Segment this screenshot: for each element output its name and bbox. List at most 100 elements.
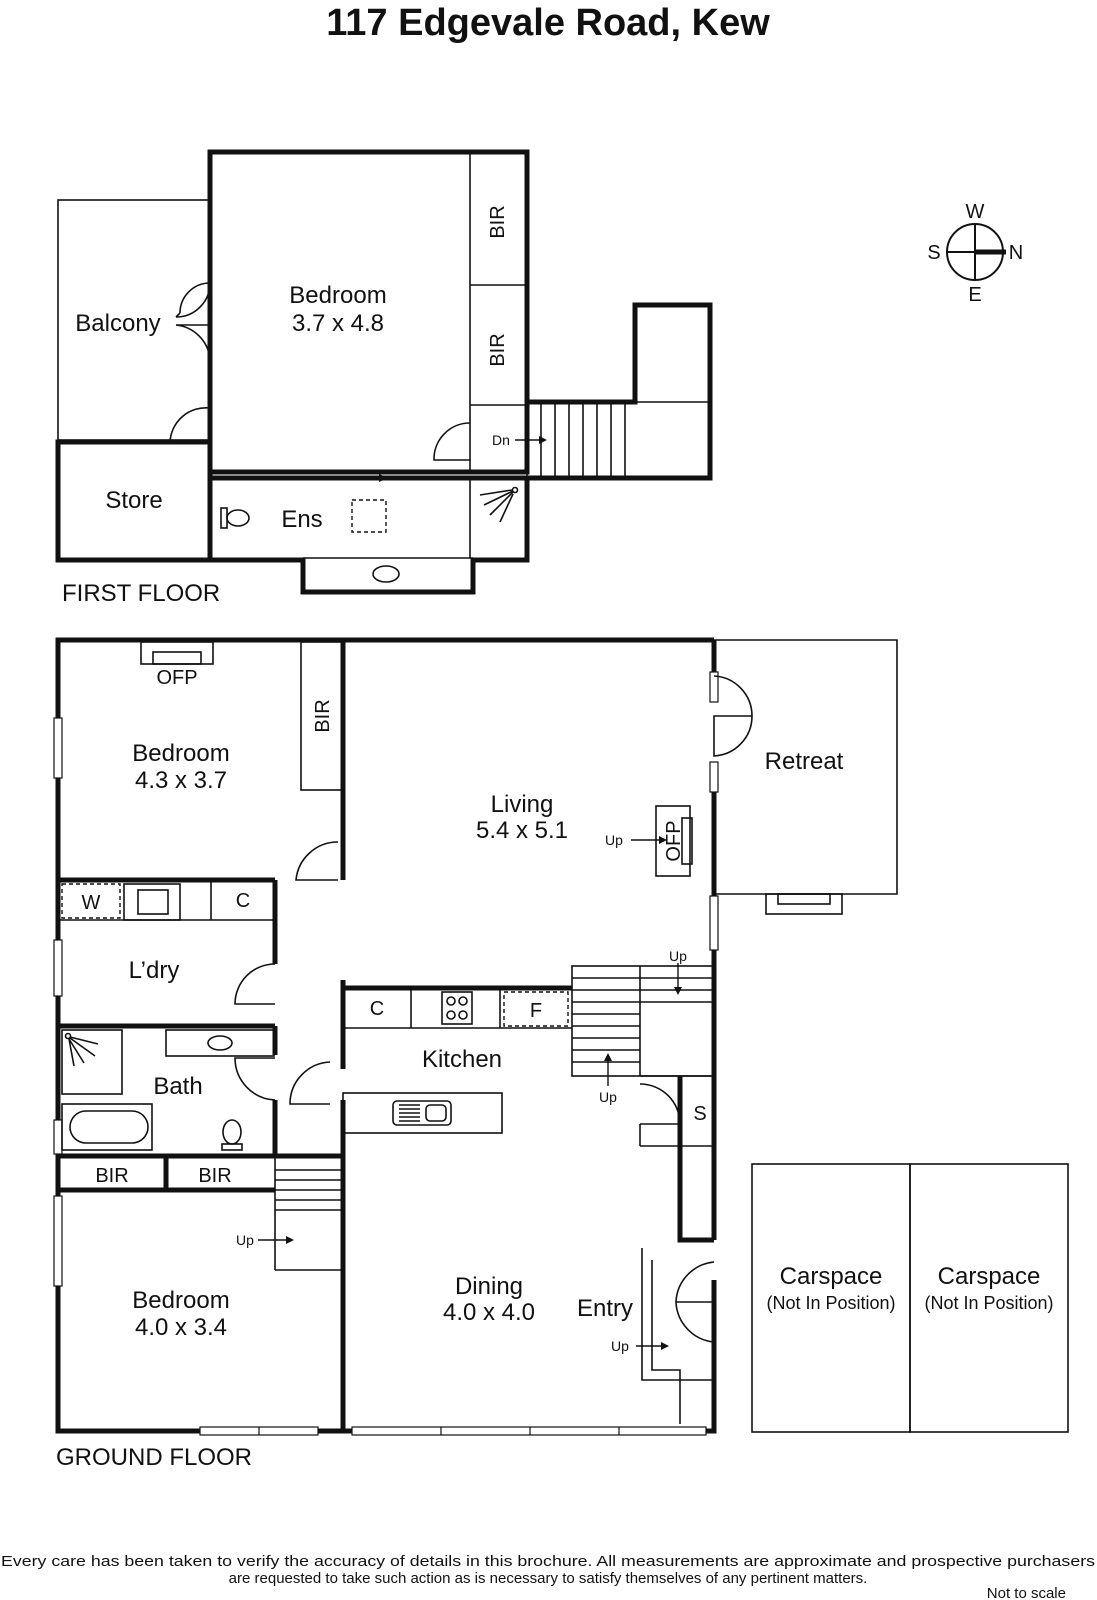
up-hall-label: Up xyxy=(236,1232,254,1248)
ensuite-label: Ens xyxy=(281,506,322,533)
kitchen-c-label: C xyxy=(370,998,384,1020)
store-s-label: S xyxy=(693,1103,706,1125)
up-entry-label: Up xyxy=(611,1338,629,1354)
compass-east: E xyxy=(968,284,981,306)
laundry-label: L’dry xyxy=(129,957,180,984)
carspace-2-outline xyxy=(909,1163,1069,1433)
first-bedroom-dims: 3.7 x 4.8 xyxy=(292,310,384,337)
toilet-icon xyxy=(220,507,250,529)
fridge-dashed xyxy=(503,991,569,1027)
laundry-door-icon xyxy=(234,963,276,1005)
store-door-icon xyxy=(169,406,211,443)
ensuite-walls xyxy=(210,475,530,595)
carspace-1-note: (Not In Position) xyxy=(766,1293,895,1313)
window-marks xyxy=(53,671,719,1436)
entry-step xyxy=(641,1248,714,1381)
carspace-2-note: (Not In Position) xyxy=(924,1293,1053,1313)
page-title: 117 Edgevale Road, Kew xyxy=(326,2,770,44)
arrow-right-icon xyxy=(348,474,388,482)
bir-label-1: BIR xyxy=(487,205,509,238)
dining-name: Dining xyxy=(455,1273,523,1300)
store-door-ground-icon xyxy=(639,1083,681,1125)
ground-stair-treads xyxy=(572,977,714,1063)
bedroom-2-dims: 4.0 x 3.4 xyxy=(135,1314,227,1341)
entry-label: Entry xyxy=(577,1295,633,1322)
bath-toilet-icon xyxy=(221,1119,243,1151)
shower-square xyxy=(61,1029,123,1095)
arrow-up-hall-icon xyxy=(258,1236,294,1244)
first-floor-label: FIRST FLOOR xyxy=(62,580,220,607)
bir-label-2: BIR xyxy=(487,333,509,366)
bath-shower-icon xyxy=(64,1032,99,1067)
stair-up-top-label: Up xyxy=(669,948,687,964)
arrow-dn-icon xyxy=(515,436,547,444)
store-s-walls xyxy=(640,1075,715,1147)
up-living-label: Up xyxy=(605,832,623,848)
dining-dims: 4.0 x 4.0 xyxy=(443,1299,535,1326)
stair-door-icon xyxy=(433,422,471,461)
first-floor-stair-walls xyxy=(527,302,713,481)
kitchen-island xyxy=(342,1092,503,1134)
compass-north: N xyxy=(1009,242,1023,264)
hall-steps xyxy=(275,1169,343,1211)
balcony-label: Balcony xyxy=(75,310,160,337)
laundry-w-label: W xyxy=(82,892,101,914)
stair-up-mid-label: Up xyxy=(599,1089,617,1105)
carspace-2-name: Carspace xyxy=(938,1263,1041,1290)
scale-note: Not to scale xyxy=(987,1585,1066,1600)
hall-door-icon xyxy=(289,1061,331,1105)
balcony-door-lower-icon xyxy=(175,324,211,360)
cooktop-icon xyxy=(441,991,473,1025)
retreat-label: Retreat xyxy=(765,748,844,775)
arrow-up-living-icon xyxy=(631,836,667,844)
arrow-down-stair-icon xyxy=(674,963,682,995)
retreat-door-icon xyxy=(713,675,753,757)
bedroom-1-door-icon xyxy=(295,841,339,881)
bedroom-1-name: Bedroom xyxy=(132,740,229,767)
store-label: Store xyxy=(105,487,162,514)
ground-floor-label: GROUND FLOOR xyxy=(56,1444,252,1471)
kitchen-f-label: F xyxy=(530,1000,542,1022)
stair-dn-label: Dn xyxy=(492,432,510,448)
bir-right-label: BIR xyxy=(198,1165,231,1187)
ground-floor-plan: OFP BIR Bedroom 4.3 x 3.7 Living 5.4 x 5… xyxy=(53,637,1069,1471)
compass-south: S xyxy=(927,242,940,264)
bathtub xyxy=(61,1103,153,1151)
entry-door-icon xyxy=(675,1261,715,1343)
balcony-door-icon xyxy=(175,282,211,318)
carspace-1-name: Carspace xyxy=(780,1263,883,1290)
bedroom-1-dims: 4.3 x 3.7 xyxy=(135,767,227,794)
bath-door-icon xyxy=(234,1057,276,1101)
disclaimer-line-2: are requested to take such action as is … xyxy=(229,1570,868,1587)
ofp-bedroom-label: OFP xyxy=(156,667,197,689)
kitchen-label: Kitchen xyxy=(422,1046,502,1073)
disclaimer-line-1: Every care has been taken to verify the … xyxy=(1,1553,1095,1570)
compass-icon: W S N E xyxy=(927,201,1023,306)
laundry-tub xyxy=(123,883,181,921)
arrow-up-entry-icon xyxy=(636,1342,669,1350)
bath-label: Bath xyxy=(153,1073,202,1100)
bedroom-2-name: Bedroom xyxy=(132,1287,229,1314)
basin-icon xyxy=(372,565,400,583)
arrow-up-stair-icon xyxy=(604,1053,612,1086)
entry-walls xyxy=(677,1146,714,1243)
ground-stairs xyxy=(571,965,715,1077)
washer-dashed xyxy=(61,883,121,919)
laundry-c-label: C xyxy=(236,890,250,912)
ofp-living xyxy=(655,805,691,877)
shower-tray-dashed xyxy=(351,499,387,533)
vanity xyxy=(165,1029,275,1057)
ofp-living-label: OFP xyxy=(663,820,685,861)
bir-bedroom-1 xyxy=(300,641,344,791)
ofp-bedroom xyxy=(140,641,214,665)
store-walls xyxy=(55,439,213,563)
sink-icon xyxy=(392,1100,452,1126)
first-bedroom-name: Bedroom xyxy=(289,282,386,309)
compass-west: W xyxy=(966,201,985,223)
first-floor-plan: Bedroom 3.7 x 4.8 Balcony Store Ens BIR … xyxy=(55,149,713,607)
living-name: Living xyxy=(491,791,554,818)
bir-bedroom-label: BIR xyxy=(312,699,334,732)
bir-left-label: BIR xyxy=(95,1165,128,1187)
living-dims: 5.4 x 5.1 xyxy=(476,817,568,844)
